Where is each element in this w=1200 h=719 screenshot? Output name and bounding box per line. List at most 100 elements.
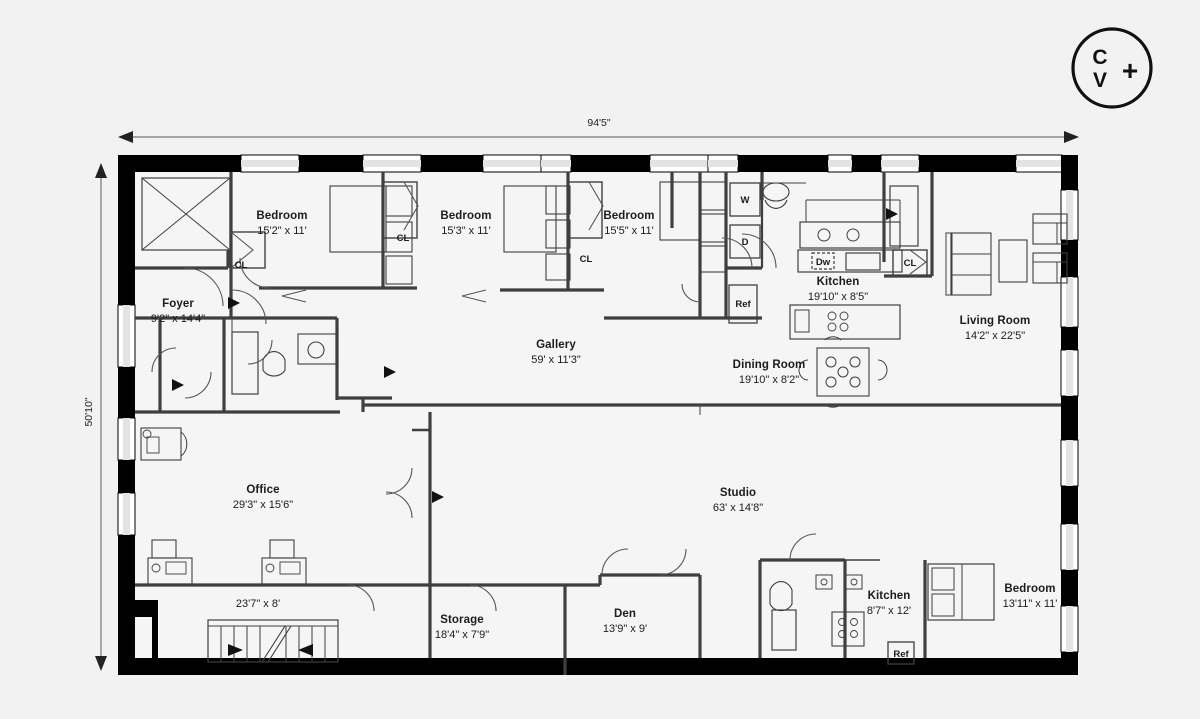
door-den-right [659, 548, 687, 576]
room-name-kitchen1: Kitchen [817, 276, 860, 288]
room-dim-diningroom: 19'10" x 8'2" [739, 374, 799, 386]
exterior-wall-right [1060, 155, 1079, 675]
dining-table [816, 347, 870, 397]
kitchen2-range [831, 611, 865, 647]
logo-letter-c: C [1092, 46, 1107, 69]
door-office-2 [385, 491, 413, 519]
room-dim-bedroom4: 13'11" x 11' [1003, 598, 1058, 610]
room-name-office: Office [246, 484, 279, 496]
door-bath-top [247, 339, 273, 365]
closet-door-kit [909, 249, 927, 275]
closet-door-bed3 [588, 181, 604, 231]
bed-1 [329, 185, 387, 253]
direction-arrows [172, 208, 898, 656]
kitchen1-sink [845, 252, 881, 271]
label-washer: W [741, 195, 750, 206]
label-dryer: D [742, 237, 749, 248]
closet-bed1-box [230, 231, 266, 269]
dryer-box [729, 224, 761, 259]
shower-3 [771, 609, 797, 651]
dimension-height-label: 50'10" [83, 397, 95, 426]
arrow-bath-top [886, 208, 898, 220]
room-dim-kitchen1: 19'10" x 8'5" [808, 291, 868, 303]
stair-arrow-up [228, 644, 243, 656]
room-dim-unlabeled: 23'7" x 8' [236, 598, 280, 610]
room-name-bedroom4: Bedroom [1004, 583, 1055, 595]
door-foyer-hall [231, 289, 267, 325]
toilet-2 [262, 351, 286, 377]
label-dishwasher: Dw [816, 257, 831, 268]
door-kitchen [741, 233, 777, 269]
door-foyer-elevator [184, 267, 224, 307]
label-refrigerator2: Ref [893, 649, 909, 660]
exterior-wall-bottom [118, 600, 1078, 675]
sofa-living [950, 232, 992, 296]
room-dim-den: 13'9" x 9' [603, 623, 647, 635]
armchair-living-2 [1032, 252, 1068, 284]
fixture-labels: CL CL CL CL W D Ref Dw Ref [235, 195, 917, 660]
room-dim-kitchen2: 8'7" x 12' [867, 605, 911, 617]
logo-letter-v: V [1093, 69, 1107, 92]
bed-4 [927, 563, 995, 621]
dimension-height: 50'10" [83, 163, 107, 671]
room-dim-studio: 63' x 14'8" [713, 502, 763, 514]
closet-door-bed1 [230, 231, 254, 269]
coffee-table-living [998, 239, 1028, 283]
room-name-livingroom: Living Room [960, 315, 1031, 327]
room-name-bedroom1: Bedroom [256, 210, 307, 222]
kitchen1-island [799, 221, 901, 249]
room-dim-bedroom1: 15'2" x 11' [257, 225, 307, 237]
room-name-bedroom3: Bedroom [603, 210, 654, 222]
kitchen1-counter [797, 249, 903, 273]
room-name-foyer: Foyer [162, 298, 194, 310]
bathtub-2 [231, 331, 259, 395]
armchair-living-1 [1032, 213, 1068, 245]
toilet-3 [769, 581, 793, 612]
label-closet-bed1: CL [235, 260, 248, 271]
windows-left [117, 304, 136, 536]
door-den-left [601, 548, 629, 576]
dimension-width: 94'5" [118, 117, 1079, 143]
room-dim-office: 29'3" x 15'6" [233, 499, 293, 511]
room-name-den: Den [614, 608, 636, 620]
entry-arrow-foyer [228, 297, 240, 309]
room-labels: Foyer 9'2" x 14'4" Bedroom 15'2" x 11' B… [151, 210, 1058, 641]
door-laundry [721, 237, 753, 269]
room-dim-bedroom3: 15'5" x 11' [604, 225, 654, 237]
exterior-wall-left [117, 155, 136, 675]
room-dim-gallery: 59' x 11'3" [531, 354, 581, 366]
room-dim-foyer: 9'2" x 14'4" [151, 313, 205, 325]
window-bed1-arrow [281, 289, 307, 303]
room-name-diningroom: Dining Room [733, 359, 806, 371]
door-bed3-hall [681, 283, 701, 303]
washer-box [729, 182, 761, 217]
desk-1 [140, 427, 182, 461]
windows-top [240, 154, 1063, 173]
door-office-bottom [347, 584, 375, 612]
room-dim-storage: 18'4" x 7'9" [435, 629, 489, 641]
logo-ring [1071, 27, 1153, 109]
closet-bed3-box [567, 181, 603, 239]
bed-2 [503, 185, 557, 253]
sink-2 [307, 341, 325, 359]
dimension-width-label: 94'5" [587, 117, 611, 129]
door-bath-lower [184, 371, 212, 399]
label-closet-bed3: CL [580, 254, 593, 265]
room-name-gallery: Gallery [536, 339, 576, 351]
door-bed1 [239, 257, 271, 289]
cv-plus-logo: C V + [1071, 27, 1153, 109]
logo-plus-icon: + [1122, 55, 1138, 86]
room-name-kitchen2: Kitchen [868, 590, 911, 602]
door-bath-3 [789, 533, 817, 561]
bed-3 [659, 181, 701, 241]
door-bath-left [151, 347, 177, 373]
refrigerator2-box [887, 641, 915, 665]
arrow-gallery [384, 366, 396, 378]
toilet-powder [764, 199, 788, 209]
label-closet-bed2: CL [397, 233, 410, 244]
arrow-bath [172, 379, 184, 391]
room-dim-livingroom: 14'2" x 22'5" [965, 330, 1025, 342]
stair-arrow-down [298, 644, 313, 656]
